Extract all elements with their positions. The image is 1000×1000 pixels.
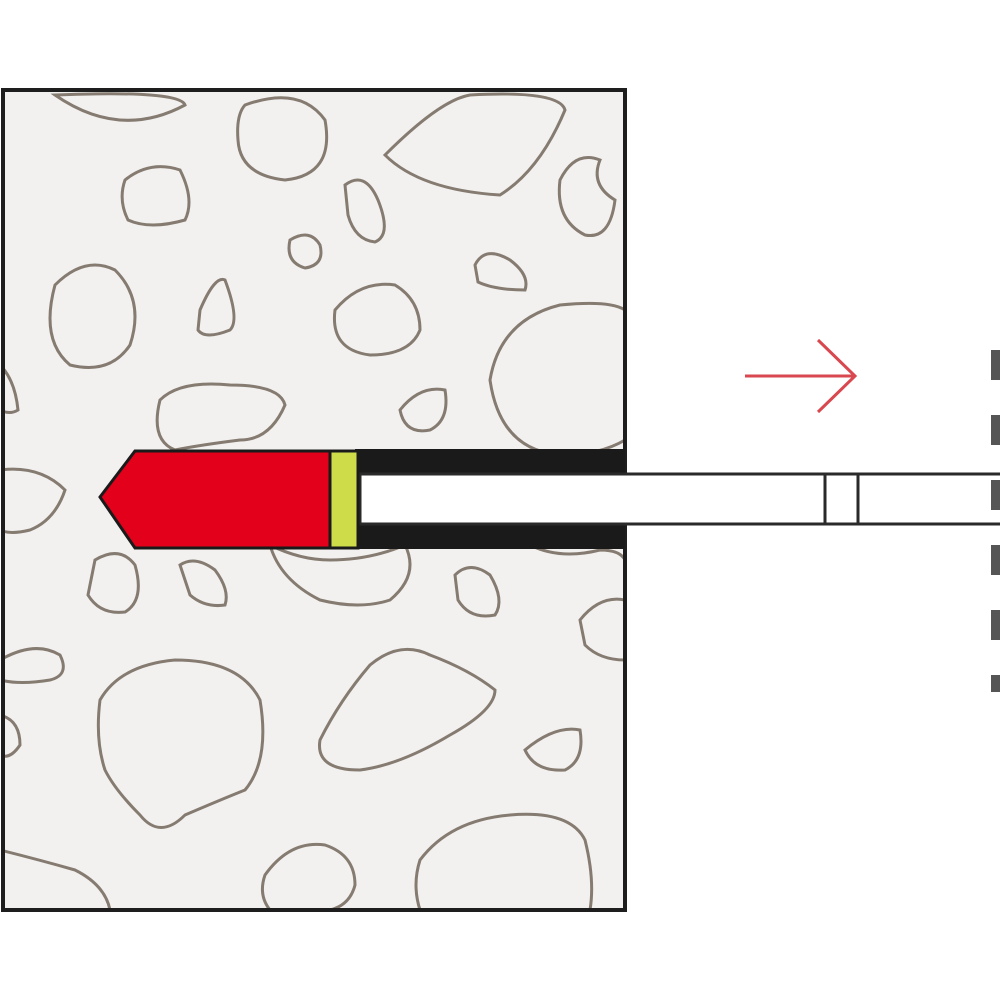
anchor-body bbox=[98, 449, 334, 550]
aggregate-stones bbox=[3, 92, 625, 910]
anchor-ring bbox=[328, 449, 360, 550]
rod-marking bbox=[823, 472, 860, 526]
threaded-rod bbox=[358, 472, 1000, 526]
pull-direction-arrow-icon bbox=[745, 338, 858, 414]
